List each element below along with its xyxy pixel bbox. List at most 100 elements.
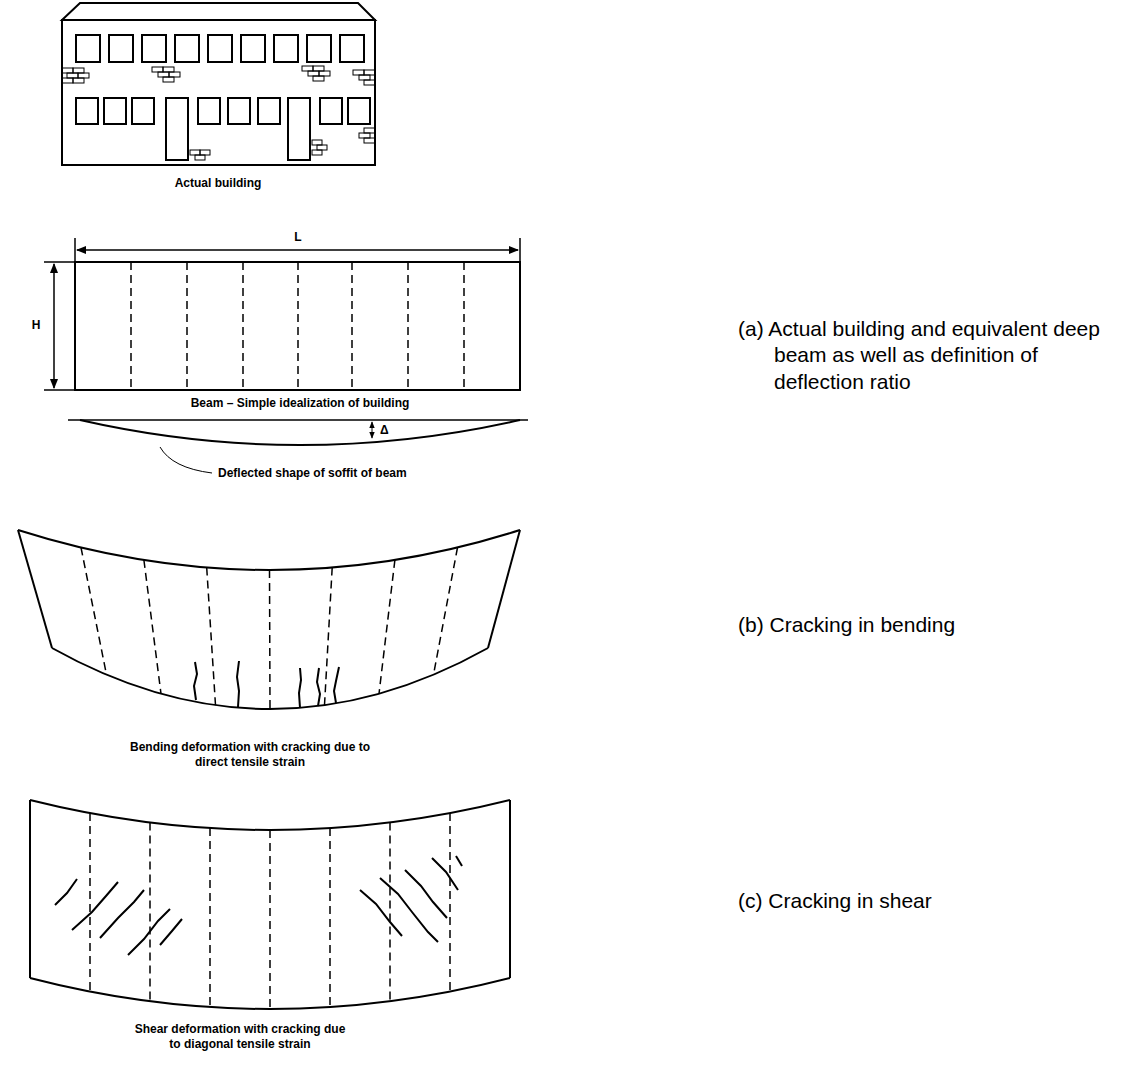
dashed-line (269, 570, 271, 709)
shear-beam (30, 800, 510, 1009)
deflected-shape (68, 420, 528, 473)
panel-caption: (a) Actual building and equivalent deep … (738, 316, 1128, 395)
dashed-line (351, 262, 353, 390)
dimension-tick (44, 389, 75, 391)
crack (194, 662, 197, 700)
deflection-arrow (372, 422, 373, 438)
brick (190, 150, 200, 155)
window (76, 98, 98, 124)
length-dimension (77, 249, 518, 251)
brick (163, 67, 174, 72)
brick (308, 71, 319, 76)
dashed-line (130, 262, 132, 390)
dashed-line (149, 823, 151, 1002)
brick (364, 70, 375, 75)
crack (360, 890, 402, 936)
brick (319, 71, 330, 76)
window (241, 35, 265, 62)
dimension-tick (44, 261, 75, 263)
brick (364, 138, 375, 143)
dashed-line (144, 560, 161, 694)
crack (380, 878, 438, 942)
brick (313, 76, 324, 81)
crack (432, 858, 458, 890)
brick (364, 80, 375, 85)
dashed-line (89, 813, 91, 992)
dimension-tick (519, 238, 521, 262)
crack (55, 879, 77, 905)
window (175, 35, 199, 62)
bending-beam (18, 530, 520, 709)
crack (128, 909, 170, 955)
figure-label: Bending deformation with cracking due to… (130, 740, 370, 770)
window (340, 35, 364, 62)
figure-label: Actual building (118, 176, 318, 191)
dashed-line (297, 262, 299, 390)
window (258, 98, 280, 124)
crack (299, 668, 301, 708)
dashed-line (81, 548, 107, 675)
crack (405, 870, 447, 918)
brick (317, 145, 327, 150)
brick (312, 150, 322, 155)
brick (359, 75, 370, 80)
beam-end (488, 530, 520, 648)
door (288, 98, 310, 160)
crack (317, 668, 320, 706)
door (166, 98, 188, 160)
beam-top (18, 530, 520, 570)
beam-dashed-lines (131, 262, 464, 390)
brick (195, 155, 205, 160)
brick (158, 72, 169, 77)
beam (44, 238, 520, 390)
beam-end (29, 800, 31, 978)
bending-cracks (194, 661, 339, 708)
window (307, 35, 331, 62)
dashed-line (207, 568, 216, 706)
brick (302, 66, 313, 71)
deep-beam (75, 262, 520, 390)
dashed-line (325, 568, 333, 706)
beam-end (509, 800, 511, 978)
deflected-soffit (80, 420, 520, 445)
beam-end (18, 530, 52, 648)
dashed-line (407, 262, 409, 390)
bending-dashed-lines (81, 548, 458, 710)
upper-windows (76, 35, 364, 62)
building (62, 3, 375, 165)
window (109, 35, 133, 62)
dimension-tick (74, 238, 76, 262)
window (104, 98, 126, 124)
reference-line (68, 419, 528, 421)
brick (163, 77, 174, 82)
brick (359, 133, 370, 138)
dimension-label: L (283, 230, 313, 245)
crack (334, 667, 339, 703)
crack (160, 919, 182, 945)
leader-line (160, 447, 212, 473)
brick (73, 68, 84, 73)
dashed-line (242, 262, 244, 390)
shear-cracks (55, 856, 462, 955)
brick (312, 140, 322, 145)
dimension-label: H (28, 318, 44, 333)
brick (364, 128, 375, 133)
dashed-line (389, 823, 391, 1002)
window (348, 98, 370, 124)
crack (100, 890, 144, 938)
dashed-line (209, 828, 211, 1007)
brick (78, 73, 89, 78)
dashed-line (329, 828, 331, 1007)
panel-caption: (b) Cracking in bending (738, 612, 1128, 638)
beam-top (30, 800, 510, 830)
brick (62, 68, 73, 73)
crack (456, 856, 462, 866)
figure-label: Shear deformation with cracking due to d… (128, 1022, 353, 1052)
dashed-line (379, 560, 395, 694)
window (320, 98, 342, 124)
brick (200, 150, 210, 155)
brick (313, 66, 324, 71)
lower-windows (76, 98, 370, 160)
brick (67, 73, 78, 78)
